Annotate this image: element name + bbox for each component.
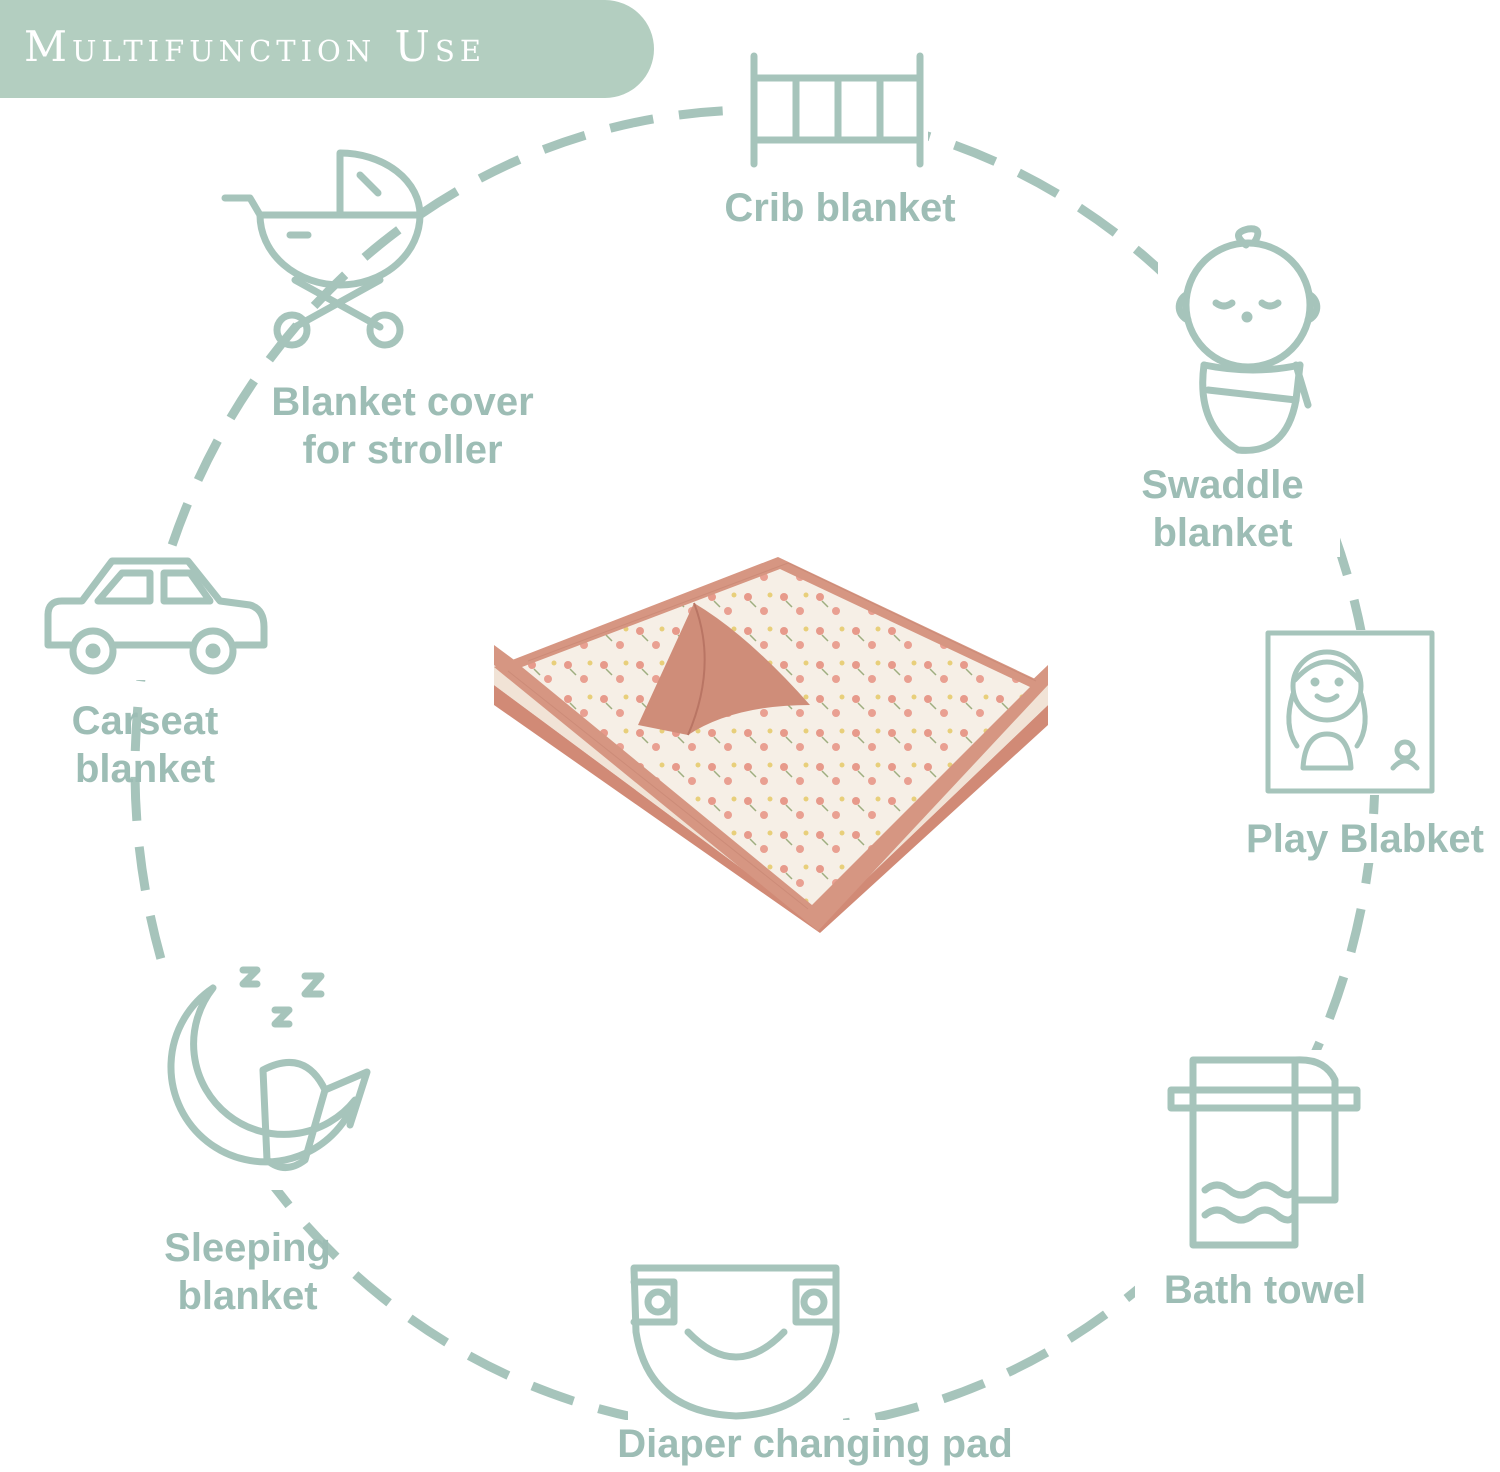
crib-icon xyxy=(748,52,928,172)
label-crib: Crib blanket xyxy=(724,186,956,230)
sleeping-moon-icon xyxy=(155,960,380,1190)
banner-title: Multifunction Use xyxy=(24,22,486,71)
label-bath: Bath towel xyxy=(1135,1266,1395,1314)
towel-icon xyxy=(1165,1050,1365,1255)
label-carseat: Carseat blanket xyxy=(71,699,219,791)
section-banner: Multifunction Use xyxy=(0,0,654,98)
child-portrait-icon xyxy=(1265,630,1437,795)
label-swaddle: Swaddle blanket xyxy=(1105,461,1340,557)
car-icon xyxy=(40,555,270,680)
label-sleeping: Sleeping blanket xyxy=(164,1226,331,1318)
swaddled-baby-icon xyxy=(1158,225,1338,460)
folded-blanket-image xyxy=(488,555,1048,935)
label-stroller: Blanket cover for stroller xyxy=(271,380,534,472)
label-diaper: Diaper changing pad xyxy=(575,1420,1055,1468)
stroller-icon xyxy=(220,145,435,360)
label-play: Play Blabket xyxy=(1230,815,1500,863)
diaper-icon xyxy=(628,1262,843,1422)
